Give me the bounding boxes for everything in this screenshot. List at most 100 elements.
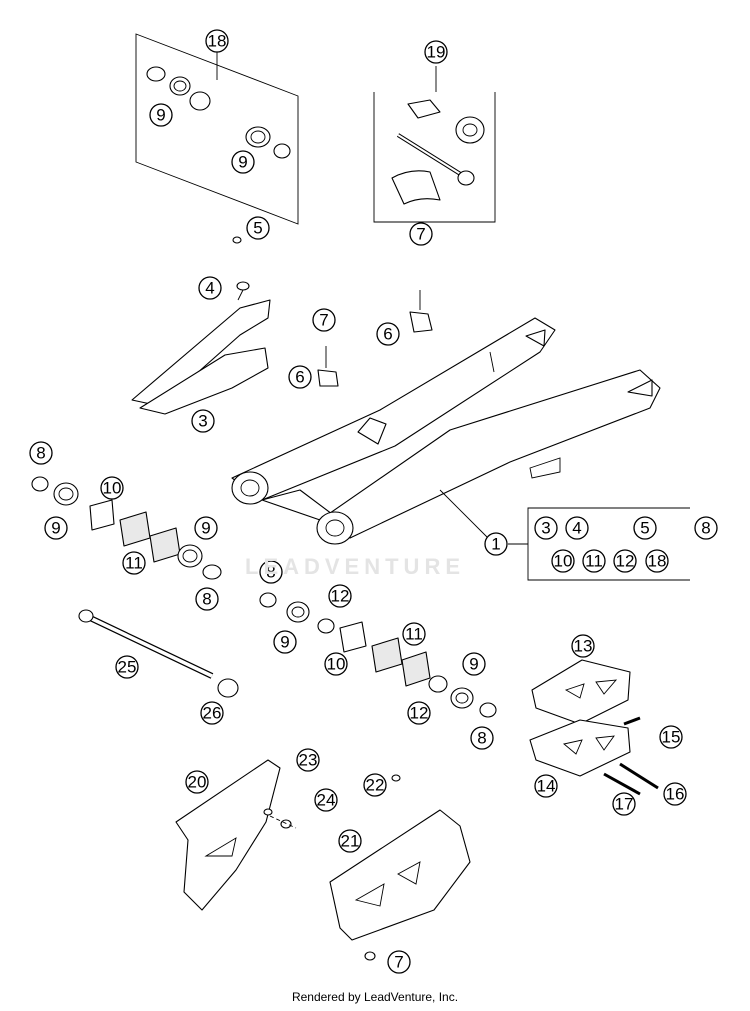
callout-7-a: 7 xyxy=(409,222,433,246)
right-bearing-stack xyxy=(259,592,497,718)
clip-6-upper xyxy=(409,290,433,333)
svg-text:8: 8 xyxy=(477,729,486,748)
svg-text:17: 17 xyxy=(615,795,634,814)
callout-10-a: 10 xyxy=(100,476,124,500)
callout-14: 14 xyxy=(534,774,558,798)
callout-20: 20 xyxy=(185,770,209,794)
svg-text:5: 5 xyxy=(640,519,649,538)
callout-8-a: 8 xyxy=(29,441,53,465)
svg-text:7: 7 xyxy=(416,225,425,244)
svg-text:3: 3 xyxy=(198,412,207,431)
svg-text:15: 15 xyxy=(662,728,681,747)
svg-text:11: 11 xyxy=(125,554,143,573)
svg-text:12: 12 xyxy=(616,552,635,571)
svg-text:18: 18 xyxy=(208,32,227,51)
callout-9-e: 9 xyxy=(273,630,297,654)
callout-15: 15 xyxy=(659,725,683,749)
callout-17: 17 xyxy=(612,792,636,816)
callout-1-box-11: 11 xyxy=(582,549,606,573)
svg-text:9: 9 xyxy=(201,519,210,538)
group-box-19 xyxy=(373,92,496,223)
clip-6-lower xyxy=(317,346,339,387)
callout-4: 4 xyxy=(198,276,222,300)
callout-24: 24 xyxy=(314,788,338,812)
callout-9-d: 9 xyxy=(194,516,218,540)
svg-text:9: 9 xyxy=(469,655,478,674)
callout-1-box-18: 18 xyxy=(645,549,669,573)
watermark: LEADVENTURE xyxy=(245,554,466,579)
callout-26: 26 xyxy=(200,701,224,725)
svg-text:8: 8 xyxy=(202,590,211,609)
pivot-kit-19-parts xyxy=(391,99,485,205)
callout-6-a: 6 xyxy=(376,322,400,346)
footer-credit: Rendered by LeadVenture, Inc. xyxy=(291,990,459,1004)
callout-7-c: 7 xyxy=(387,950,411,974)
svg-text:4: 4 xyxy=(572,519,581,538)
svg-text:6: 6 xyxy=(383,325,392,344)
svg-text:10: 10 xyxy=(327,655,346,674)
svg-text:9: 9 xyxy=(280,633,289,652)
chain-cover-20 xyxy=(175,759,297,911)
left-bearing-stack xyxy=(31,476,222,580)
callout-13: 13 xyxy=(571,634,595,658)
svg-text:11: 11 xyxy=(405,625,423,644)
svg-text:6: 6 xyxy=(295,368,304,387)
callout-8-d: 8 xyxy=(470,726,494,750)
callout-1-box-3: 3 xyxy=(534,516,558,540)
callout-11-b: 11 xyxy=(402,622,426,646)
svg-text:7: 7 xyxy=(394,953,403,972)
callout-22: 22 xyxy=(363,773,387,797)
group-box-1 xyxy=(527,507,690,581)
guide-screws-15-16-17 xyxy=(603,716,659,796)
chain-guard-21 xyxy=(329,774,471,961)
svg-text:12: 12 xyxy=(331,587,350,606)
swingarm-1 xyxy=(231,317,661,545)
svg-text:5: 5 xyxy=(253,219,262,238)
callout-6-b: 6 xyxy=(288,365,312,389)
svg-text:4: 4 xyxy=(205,279,214,298)
callout-10-b: 10 xyxy=(324,652,348,676)
callout-9-c: 9 xyxy=(44,516,68,540)
svg-text:12: 12 xyxy=(410,704,429,723)
callout-25: 25 xyxy=(115,655,139,679)
svg-text:24: 24 xyxy=(317,791,336,810)
svg-text:22: 22 xyxy=(366,776,385,795)
callout-1: 1 xyxy=(484,532,508,556)
chain-guide-13 xyxy=(531,659,631,725)
callout-23: 23 xyxy=(296,748,320,772)
svg-text:16: 16 xyxy=(666,785,685,804)
svg-text:1: 1 xyxy=(491,535,500,554)
callout-1-box-4: 4 xyxy=(565,516,589,540)
svg-text:8: 8 xyxy=(701,519,710,538)
callout-12-b: 12 xyxy=(407,701,431,725)
svg-text:7: 7 xyxy=(319,311,328,330)
svg-text:14: 14 xyxy=(537,777,556,796)
callout-9-a: 9 xyxy=(149,103,173,127)
group-box-18 xyxy=(135,33,299,225)
svg-text:25: 25 xyxy=(118,658,137,677)
svg-text:20: 20 xyxy=(188,773,207,792)
svg-text:13: 13 xyxy=(574,637,593,656)
callout-8-c: 8 xyxy=(259,560,283,584)
svg-text:11: 11 xyxy=(585,552,603,571)
svg-text:8: 8 xyxy=(266,563,275,582)
bearing-kit-18-parts xyxy=(146,66,291,159)
svg-text:21: 21 xyxy=(341,832,360,851)
callout-5: 5 xyxy=(246,216,270,240)
callout-1-box-10: 10 xyxy=(551,549,575,573)
callout-11-a: 11 xyxy=(122,551,146,575)
callout-19: 19 xyxy=(424,40,448,64)
callout-21: 21 xyxy=(338,829,362,853)
svg-text:9: 9 xyxy=(51,519,60,538)
callout-1-box-8: 8 xyxy=(694,516,718,540)
callout-9-b: 9 xyxy=(231,150,255,174)
svg-text:3: 3 xyxy=(541,519,550,538)
callout-3: 3 xyxy=(191,409,215,433)
svg-text:10: 10 xyxy=(554,552,573,571)
svg-text:26: 26 xyxy=(203,704,222,723)
callout-16: 16 xyxy=(663,782,687,806)
callout-12-a: 12 xyxy=(328,584,352,608)
svg-text:19: 19 xyxy=(427,43,446,62)
svg-text:23: 23 xyxy=(299,751,318,770)
